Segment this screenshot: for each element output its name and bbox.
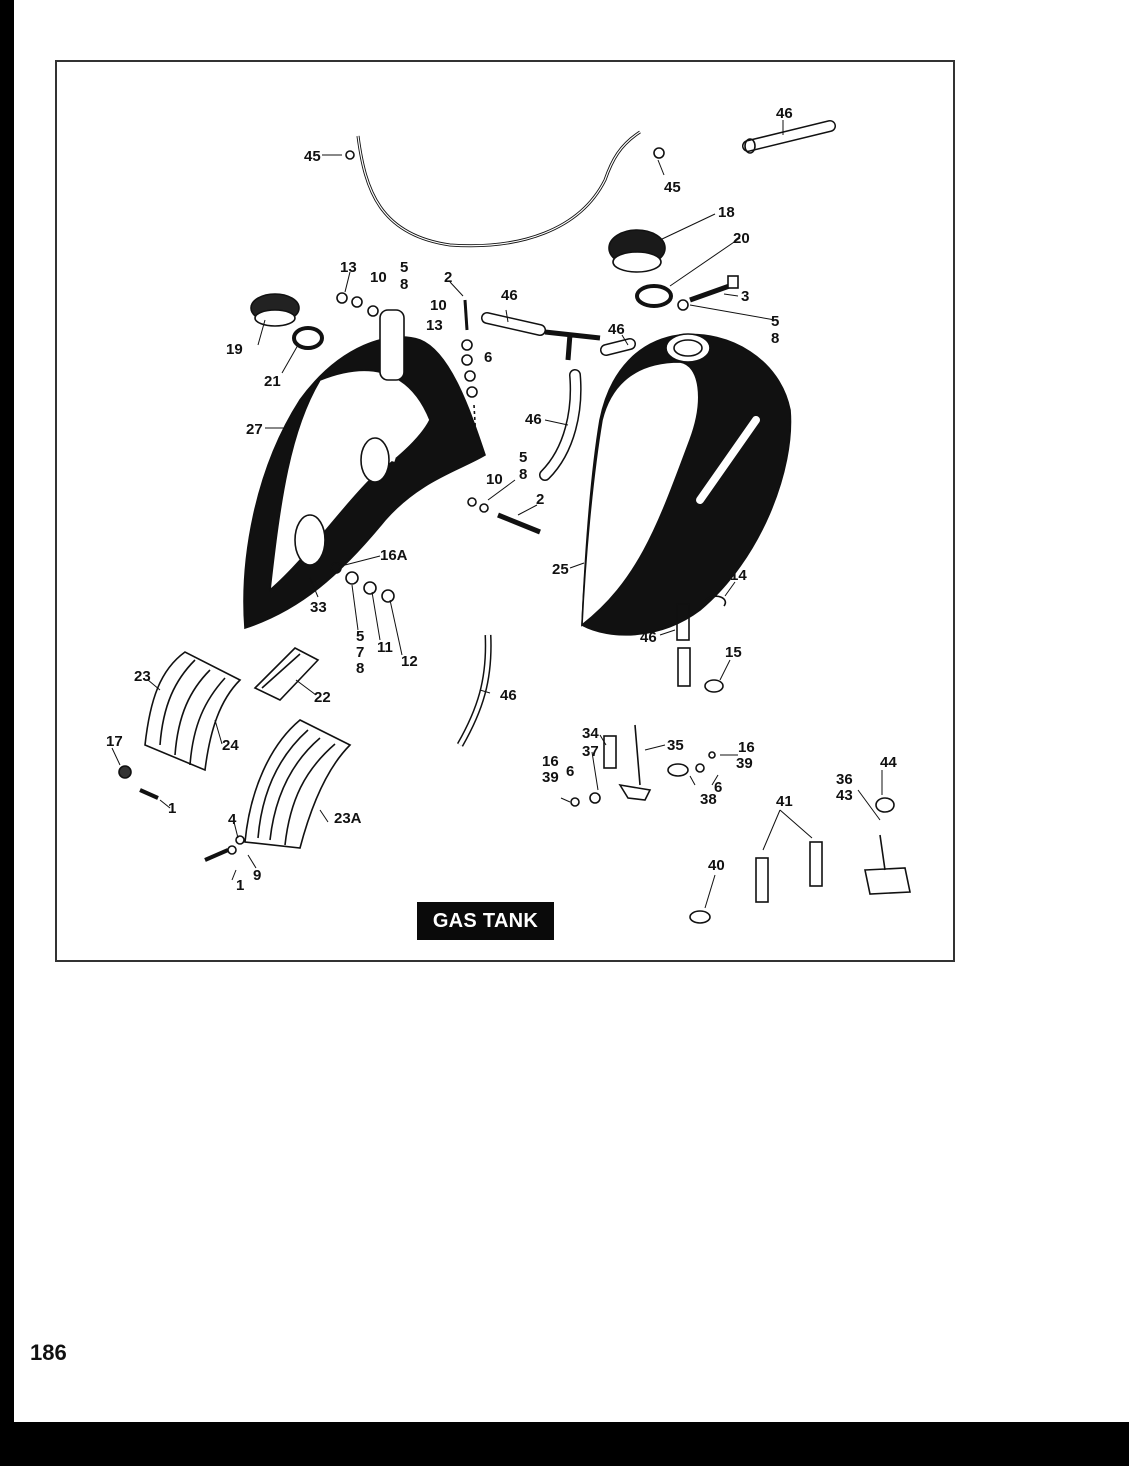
callout-14: 14	[730, 567, 747, 584]
trim-23a-part	[244, 719, 352, 849]
callout-34: 34	[582, 725, 599, 742]
cap-gasket-left-part	[292, 326, 324, 350]
diagram-title: GAS TANK	[417, 902, 554, 940]
callout-5-right: 5	[771, 313, 779, 330]
callout-17: 17	[106, 733, 123, 750]
bottom-edge-bar	[0, 1422, 1129, 1466]
callout-10-mid: 10	[430, 297, 447, 314]
right-tank-half-part	[581, 333, 792, 636]
washer-44-part	[875, 797, 895, 813]
callout-6-top: 6	[484, 349, 492, 366]
callout-46-bottom: 46	[500, 687, 517, 704]
callout-39-left: 39	[542, 769, 559, 786]
callout-16-right: 16	[738, 739, 755, 756]
diagram-frame	[55, 60, 955, 962]
callout-19: 19	[226, 341, 243, 358]
trim-23-24-part	[144, 651, 242, 772]
callout-45-right: 45	[664, 179, 681, 196]
callout-18: 18	[718, 204, 735, 221]
callout-46-short: 46	[640, 629, 657, 646]
filler-cap-left-part	[250, 293, 300, 327]
callout-33: 33	[310, 599, 327, 616]
petcock-35-part	[618, 724, 652, 801]
callout-10-top: 10	[370, 269, 387, 286]
cap-gasket-right-part	[635, 284, 673, 308]
clip-14-part	[705, 595, 727, 607]
callout-36: 36	[836, 771, 853, 788]
callout-22: 22	[314, 689, 331, 706]
callout-13-top: 13	[340, 259, 357, 276]
filter-41b-part	[809, 841, 823, 887]
callout-46-right-hose: 46	[608, 321, 625, 338]
callout-25: 25	[552, 561, 569, 578]
callout-6-left: 6	[566, 763, 574, 780]
filler-cap-right-part	[608, 229, 666, 273]
callout-24: 24	[222, 737, 239, 754]
callout-1-lower: 1	[236, 877, 244, 894]
callout-8-top: 8	[400, 276, 408, 293]
callout-5-mid: 5	[519, 449, 527, 466]
callout-16a: 16A	[380, 547, 408, 564]
tee-fitting-part	[544, 329, 601, 361]
callout-46-left-hose: 46	[501, 287, 518, 304]
callout-5-top: 5	[400, 259, 408, 276]
callout-41: 41	[776, 793, 793, 810]
left-edge-bar	[0, 0, 14, 1466]
callout-8-mid: 8	[519, 466, 527, 483]
filter-41a-part	[755, 857, 769, 903]
callout-13-mid: 13	[426, 317, 443, 334]
callout-46-vertical: 46	[525, 411, 542, 428]
callout-3: 3	[741, 288, 749, 305]
callout-10-low: 10	[486, 471, 503, 488]
callout-21: 21	[264, 373, 281, 390]
callout-20: 20	[733, 230, 750, 247]
page-number: 186	[30, 1340, 67, 1365]
callout-35: 35	[667, 737, 684, 754]
hose-46-short-upper-part	[676, 603, 690, 641]
callout-9: 9	[253, 867, 261, 884]
filter-34-part	[603, 735, 617, 769]
clamp-15-part	[704, 679, 724, 693]
callout-2-low: 2	[536, 491, 544, 508]
callout-23: 23	[134, 668, 151, 685]
callout-12: 12	[401, 653, 418, 670]
callout-16-left: 16	[542, 753, 559, 770]
callout-8-right: 8	[771, 330, 779, 347]
bolt-2-lower-part	[497, 512, 541, 535]
trim-22-part	[253, 647, 320, 701]
callout-40: 40	[708, 857, 725, 874]
callout-37: 37	[582, 743, 599, 760]
vent-tube-part	[356, 130, 641, 248]
left-tank-half-part	[243, 309, 486, 630]
callout-43: 43	[836, 787, 853, 804]
callout-44: 44	[880, 754, 897, 771]
callout-45-left: 45	[304, 148, 321, 165]
nut-40-part	[689, 910, 711, 924]
callout-1-upper: 1	[168, 800, 176, 817]
callout-27: 27	[246, 421, 263, 438]
callout-23a: 23A	[334, 810, 362, 827]
callout-8-low: 8	[356, 660, 364, 677]
callout-39-right: 39	[736, 755, 753, 772]
callout-46-top: 46	[776, 105, 793, 122]
callout-6-right: 6	[714, 779, 722, 796]
callout-4: 4	[228, 811, 237, 828]
callout-7-low: 7	[356, 644, 364, 661]
callout-15: 15	[725, 644, 742, 661]
callout-11: 11	[377, 639, 393, 656]
callout-38: 38	[700, 791, 717, 808]
callout-5-low: 5	[356, 628, 364, 645]
callout-2-top: 2	[444, 269, 452, 286]
petcock-43-part	[864, 834, 911, 895]
hose-46-short-lower-part	[677, 647, 691, 687]
